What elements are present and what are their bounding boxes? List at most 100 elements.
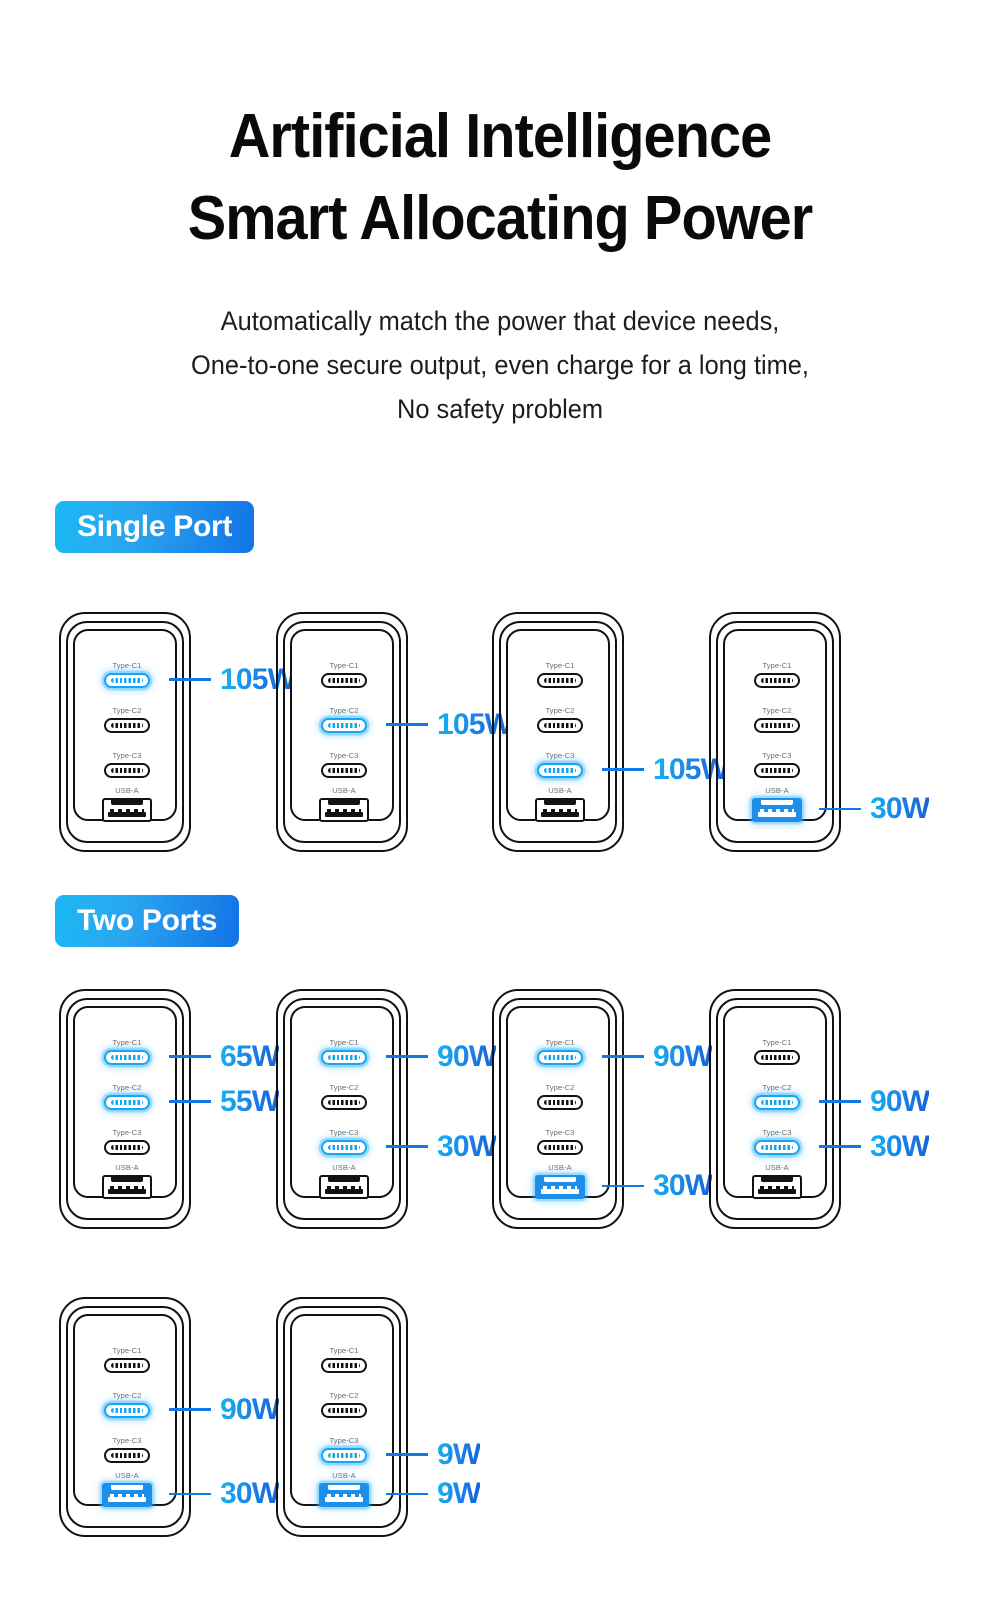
- usb-a-notch: [328, 800, 360, 805]
- usb-c-port-icon[interactable]: [321, 1095, 367, 1110]
- usb-a-port-icon-active[interactable]: [535, 1175, 585, 1199]
- usb-a-port-icon-active[interactable]: [102, 1483, 152, 1507]
- usb-c-port-icon-active[interactable]: [321, 1050, 367, 1065]
- usb-c-port-icon[interactable]: [754, 763, 800, 778]
- port-group-c3[interactable]: Type-C3: [508, 751, 612, 778]
- usb-c-port-icon[interactable]: [537, 1095, 583, 1110]
- port-group-a[interactable]: USB-A: [292, 1471, 396, 1507]
- usb-a-port-icon[interactable]: [102, 1175, 152, 1199]
- usb-a-port-icon[interactable]: [319, 1175, 369, 1199]
- usb-a-notch: [761, 1177, 793, 1182]
- port-label-c2: Type-C2: [112, 706, 142, 715]
- port-group-c1[interactable]: Type-C1: [75, 1346, 179, 1373]
- port-group-a[interactable]: USB-A: [725, 1163, 829, 1199]
- usb-c-contacts: [328, 1145, 360, 1150]
- usb-c-contacts: [544, 723, 576, 728]
- port-group-a[interactable]: USB-A: [725, 786, 829, 822]
- port-group-c1[interactable]: Type-C1: [75, 1038, 179, 1065]
- usb-c-port-icon[interactable]: [754, 1050, 800, 1065]
- usb-a-port-icon[interactable]: [319, 798, 369, 822]
- port-group-c3[interactable]: Type-C3: [725, 751, 829, 778]
- usb-c-contacts: [111, 1055, 143, 1060]
- usb-c-port-icon[interactable]: [104, 1140, 150, 1155]
- port-group-c2[interactable]: Type-C2: [292, 1391, 396, 1418]
- usb-c-port-icon-active[interactable]: [321, 1448, 367, 1463]
- power-callout-c1: 90W: [602, 1040, 713, 1074]
- usb-c-port-icon[interactable]: [754, 718, 800, 733]
- port-group-a[interactable]: USB-A: [75, 1471, 179, 1507]
- port-group-a[interactable]: USB-A: [75, 1163, 179, 1199]
- usb-c-port-icon[interactable]: [537, 718, 583, 733]
- port-group-c2[interactable]: Type-C2: [75, 1391, 179, 1418]
- usb-c-contacts: [328, 1408, 360, 1413]
- usb-a-port-icon-active[interactable]: [319, 1483, 369, 1507]
- port-group-a[interactable]: USB-A: [508, 786, 612, 822]
- port-group-c3[interactable]: Type-C3: [725, 1128, 829, 1155]
- port-group-c1[interactable]: Type-C1: [292, 661, 396, 688]
- usb-c-port-icon-active[interactable]: [104, 1095, 150, 1110]
- usb-c-port-icon-active[interactable]: [754, 1140, 800, 1155]
- port-group-c2[interactable]: Type-C2: [725, 706, 829, 733]
- port-group-c3[interactable]: Type-C3: [292, 751, 396, 778]
- usb-a-port-icon[interactable]: [535, 798, 585, 822]
- port-group-c3[interactable]: Type-C3: [292, 1436, 396, 1463]
- port-group-c1[interactable]: Type-C1: [725, 661, 829, 688]
- port-label-c3: Type-C3: [112, 751, 142, 760]
- port-group-c2[interactable]: Type-C2: [725, 1083, 829, 1110]
- usb-c-port-icon[interactable]: [104, 1448, 150, 1463]
- usb-c-port-icon[interactable]: [754, 673, 800, 688]
- port-group-c2[interactable]: Type-C2: [508, 706, 612, 733]
- usb-c-port-icon[interactable]: [104, 718, 150, 733]
- usb-c-port-icon-active[interactable]: [104, 673, 150, 688]
- usb-c-port-icon[interactable]: [321, 673, 367, 688]
- port-label-c1: Type-C1: [112, 661, 142, 670]
- port-group-c2[interactable]: Type-C2: [508, 1083, 612, 1110]
- usb-c-port-icon-active[interactable]: [321, 1140, 367, 1155]
- usb-c-port-icon[interactable]: [537, 1140, 583, 1155]
- usb-c-port-icon[interactable]: [104, 1358, 150, 1373]
- charger-shell-outer: [276, 1297, 408, 1537]
- usb-a-notch: [544, 800, 576, 805]
- usb-c-port-icon-active[interactable]: [537, 1050, 583, 1065]
- port-group-a[interactable]: USB-A: [75, 786, 179, 822]
- port-group-c3[interactable]: Type-C3: [75, 1436, 179, 1463]
- usb-c-port-icon-active[interactable]: [321, 718, 367, 733]
- usb-c-port-icon-active[interactable]: [537, 763, 583, 778]
- usb-c-port-icon[interactable]: [321, 763, 367, 778]
- usb-a-port-icon[interactable]: [752, 1175, 802, 1199]
- port-group-c1[interactable]: Type-C1: [508, 661, 612, 688]
- port-group-c3[interactable]: Type-C3: [75, 1128, 179, 1155]
- charger-shell-outer: [709, 612, 841, 852]
- usb-c-port-icon-active[interactable]: [104, 1050, 150, 1065]
- usb-c-port-icon[interactable]: [537, 673, 583, 688]
- usb-a-port-icon[interactable]: [102, 798, 152, 822]
- port-group-c3[interactable]: Type-C3: [508, 1128, 612, 1155]
- port-label-a: USB-A: [332, 1471, 356, 1480]
- port-label-c2: Type-C2: [329, 1083, 359, 1092]
- usb-c-port-icon[interactable]: [321, 1403, 367, 1418]
- port-group-c2[interactable]: Type-C2: [75, 1083, 179, 1110]
- port-group-c1[interactable]: Type-C1: [725, 1038, 829, 1065]
- port-group-c2[interactable]: Type-C2: [75, 706, 179, 733]
- port-group-c1[interactable]: Type-C1: [75, 661, 179, 688]
- usb-c-contacts: [761, 768, 793, 773]
- usb-a-port-icon-active[interactable]: [752, 798, 802, 822]
- title-line-1: Artificial Intelligence: [228, 102, 772, 171]
- port-group-c3[interactable]: Type-C3: [75, 751, 179, 778]
- usb-c-port-icon[interactable]: [321, 1358, 367, 1373]
- usb-c-port-icon-active[interactable]: [104, 1403, 150, 1418]
- usb-c-port-icon[interactable]: [104, 763, 150, 778]
- port-group-a[interactable]: USB-A: [508, 1163, 612, 1199]
- port-group-c3[interactable]: Type-C3: [292, 1128, 396, 1155]
- port-group-c2[interactable]: Type-C2: [292, 1083, 396, 1110]
- port-group-a[interactable]: USB-A: [292, 1163, 396, 1199]
- port-group-c1[interactable]: Type-C1: [292, 1346, 396, 1373]
- subtitle-line-1: Automatically match the power that devic…: [220, 305, 780, 336]
- usb-c-port-icon-active[interactable]: [754, 1095, 800, 1110]
- port-group-c1[interactable]: Type-C1: [508, 1038, 612, 1065]
- port-group-a[interactable]: USB-A: [292, 786, 396, 822]
- port-group-c2[interactable]: Type-C2: [292, 706, 396, 733]
- port-group-c1[interactable]: Type-C1: [292, 1038, 396, 1065]
- callout-leader-line: [819, 807, 861, 811]
